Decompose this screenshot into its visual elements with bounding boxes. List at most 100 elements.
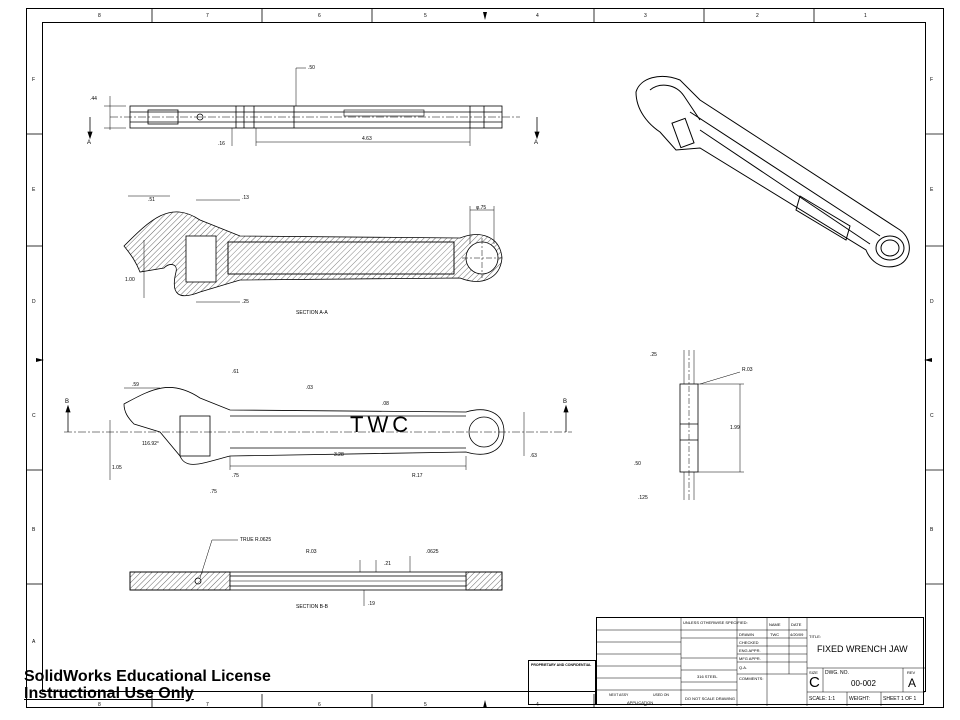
cut-letter-b-left: B (65, 399, 70, 405)
dim-aa-13: .13 (242, 195, 249, 201)
tb-title: FIXED WRENCH JAW (817, 644, 908, 654)
tb-date-col: DATE (791, 622, 802, 627)
tb-drawn-by: TWC (770, 632, 780, 637)
dim-bb-r03: R.03 (306, 549, 317, 555)
zone-bottom-5: 5 (424, 702, 427, 708)
tb-mfg-appr: MFG APPR. (739, 656, 761, 661)
proprietary-block: PROPRIETARY AND CONFIDENTIAL (528, 660, 596, 705)
zone-right-B: B (930, 527, 934, 533)
zone-ticks (26, 8, 944, 708)
dim-side-199: 1.99 (730, 425, 740, 431)
twc-engraving: TWC (350, 412, 413, 437)
tb-title-label: TITLE: (809, 634, 822, 639)
dim-front-63: .63 (530, 453, 537, 459)
tb-sheet: SHEET 1 OF 1 (883, 696, 917, 702)
dim-top-16: .16 (218, 141, 225, 147)
dim-aa-51: .51 (148, 197, 155, 203)
drawing-frame (42, 22, 926, 692)
dim-front-03: .03 (306, 385, 313, 391)
zone-bottom-4: 4 (536, 702, 539, 708)
tb-size-label: SIZE (809, 670, 818, 675)
center-arrows (36, 12, 932, 708)
dim-top-50: .50 (308, 65, 315, 71)
zone-left-B: B (32, 527, 36, 533)
section-bb (129, 539, 503, 606)
zone-right-C: C (930, 413, 934, 419)
dim-bb-true-r0625: TRUE R.0625 (240, 537, 272, 543)
dim-front-r17: R.17 (412, 473, 423, 479)
tb-size: C (809, 674, 820, 691)
section-bb-label: SECTION B-B (296, 604, 328, 610)
dim-aa-100: 1.00 (125, 277, 135, 283)
zone-left-D: D (32, 299, 36, 305)
dim-front-75b: .75 (210, 489, 217, 495)
dim-bb-0625: .0625 (426, 549, 439, 555)
dim-top-463: 4.63 (362, 136, 372, 142)
zone-top-6: 6 (318, 13, 321, 19)
zone-right-E: E (930, 187, 934, 193)
tb-dwg-label: DWG. NO. (825, 670, 849, 676)
tb-rev: A (908, 676, 917, 690)
zone-left-A: A (32, 639, 36, 645)
tb-application: APPLICATION (627, 700, 654, 705)
dim-aa-phi75: φ.75 (476, 205, 487, 211)
zone-bottom-7: 7 (206, 702, 209, 708)
zone-top-2: 2 (756, 13, 759, 19)
cut-letter-b-right: B (563, 399, 568, 405)
dim-side-25: .25 (650, 352, 657, 358)
zone-left-F: F (32, 77, 36, 83)
cut-letter-a-right: A (534, 140, 539, 146)
dim-front-08: .08 (382, 401, 389, 407)
zone-top-4: 4 (536, 13, 539, 19)
tb-checked: CHECKED (739, 640, 759, 645)
tb-weight: WEIGHT: (849, 696, 870, 702)
dim-top-44: .44 (90, 96, 97, 102)
zone-left-C: C (32, 413, 36, 419)
tb-proprietary: PROPRIETARY AND CONFIDENTIAL (531, 663, 592, 667)
title-block-grid (597, 618, 925, 706)
zone-right-F: F (930, 77, 934, 83)
tb-next-assy: NEXT ASSY (609, 693, 629, 697)
tb-qa: Q.A. (739, 665, 748, 670)
zone-top-7: 7 (206, 13, 209, 19)
dim-front-328: 3.28 (334, 452, 344, 458)
zone-left-E: E (32, 187, 36, 193)
title-block: UNLESS OTHERWISE SPECIFIED: NAME DATE DR… (596, 617, 925, 706)
zone-top-5: 5 (424, 13, 427, 19)
zone-bottom-3: 3 (644, 702, 647, 708)
license-line-1: SolidWorks Educational License (24, 668, 271, 685)
cut-letter-a-left: A (87, 140, 92, 146)
license-line-2: Instructional Use Only (24, 685, 194, 702)
tb-material: 316 STEEL (697, 674, 718, 679)
zone-top-3: 3 (644, 13, 647, 19)
zone-bottom-6: 6 (318, 702, 321, 708)
top-view (87, 67, 540, 146)
tb-drawn: DRAWN (739, 632, 754, 637)
dim-side-125: .125 (638, 495, 648, 501)
dim-front-105: 1.05 (112, 465, 122, 471)
dim-side-50: .50 (634, 461, 641, 467)
tb-dwg-no: 00-002 (851, 679, 876, 688)
dim-side-r03: R.03 (742, 367, 753, 373)
isometric-view (635, 76, 910, 268)
dim-front-75a: .75 (232, 473, 239, 479)
dim-bb-21: .21 (384, 561, 391, 567)
tb-used-on: USED ON (653, 693, 669, 697)
tb-scale: SCALE: 1:1 (809, 696, 836, 702)
tb-notes: UNLESS OTHERWISE SPECIFIED: (683, 620, 748, 625)
section-aa (123, 195, 503, 303)
tb-drawn-date: 4/20/09 (790, 632, 804, 637)
zone-bottom-8: 8 (98, 702, 101, 708)
dim-bb-19: .19 (368, 601, 375, 607)
zone-right-D: D (930, 299, 934, 305)
side-view (679, 350, 744, 500)
tb-eng-appr: ENG APPR. (739, 648, 761, 653)
section-aa-label: SECTION A-A (296, 310, 328, 316)
front-view (64, 387, 572, 480)
license-notice: SolidWorks Educational License Instructi… (24, 668, 271, 702)
tb-do-not-scale: DO NOT SCALE DRAWING (685, 696, 736, 701)
tb-comments: COMMENTS: (739, 676, 764, 681)
dim-front-angle: 116.92° (142, 441, 159, 447)
tb-rev-label: REV (907, 670, 916, 675)
